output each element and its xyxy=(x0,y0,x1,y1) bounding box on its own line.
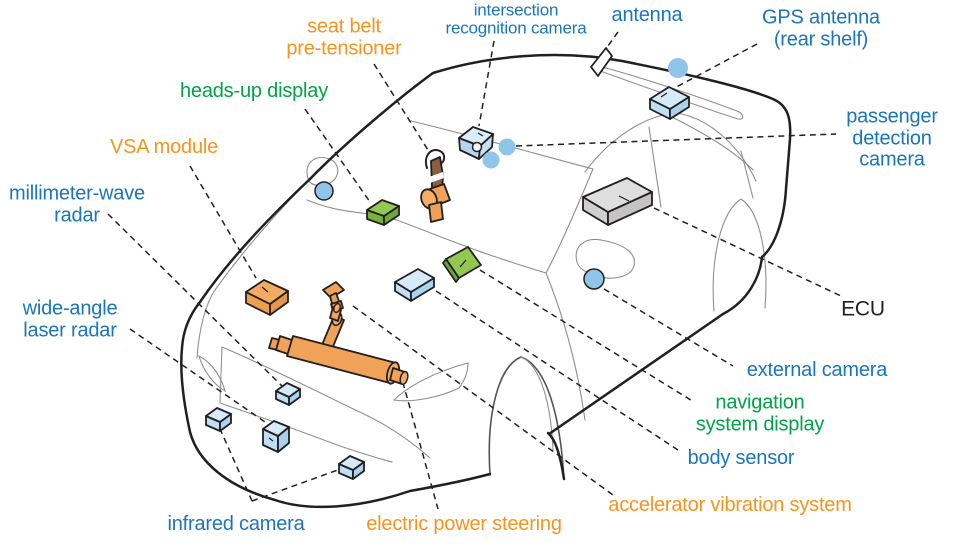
leader-mmwave xyxy=(107,213,284,388)
gps-antenna-box xyxy=(649,86,690,120)
leader-accel xyxy=(352,305,614,496)
left-mirror-circle xyxy=(314,181,334,201)
label-gps-antenna: GPS antenna (rear shelf) xyxy=(762,6,880,50)
car-body-outline xyxy=(180,53,792,509)
label-heads-up-display: heads-up display xyxy=(179,80,329,103)
label-electric-power-steering: electric power steering xyxy=(366,513,562,536)
leader-intersection-camera xyxy=(478,40,495,127)
external-camera-circle xyxy=(583,268,605,290)
ecu-box xyxy=(582,177,653,226)
electric-power-steering-unit xyxy=(268,302,409,386)
intersection-recognition-camera-box xyxy=(458,126,494,160)
infrared-camera-right-box xyxy=(338,455,365,480)
leader-vsa xyxy=(189,165,257,279)
leader-passenger-camera xyxy=(515,133,837,147)
leader-heads-up xyxy=(304,108,371,203)
label-navigation-system-display: navigation system display xyxy=(695,391,825,435)
label-seat-belt-pre-tensioner: seat belt pre-tensioner xyxy=(286,15,402,59)
millimeter-wave-radar-box xyxy=(275,382,301,406)
leader-ecu xyxy=(653,207,842,297)
label-passenger-detection-camera: passenger detection camera xyxy=(846,105,938,171)
leader-lines xyxy=(107,31,842,510)
leader-eps xyxy=(399,371,439,510)
car-body-thin-lines xyxy=(196,67,767,480)
leader-external-camera xyxy=(603,288,734,367)
label-external-camera: external camera xyxy=(746,359,888,382)
label-wide-angle-laser-radar: wide-angle laser radar xyxy=(22,297,118,341)
windshield-camera-circle xyxy=(482,151,500,169)
roof-sensor-circle xyxy=(668,58,688,78)
heads-up-display-box xyxy=(366,199,400,226)
roof-antenna-fin xyxy=(590,47,613,77)
leader-seat-belt xyxy=(373,63,434,159)
passenger-detection-camera-circle xyxy=(498,138,516,156)
body-sensor-box xyxy=(394,268,435,302)
navigation-display-panel xyxy=(442,246,482,283)
label-accelerator-vibration-system: accelerator vibration system xyxy=(608,494,852,517)
label-intersection-recognition-camera: intersection recognition camera xyxy=(445,0,587,38)
leader-nav-display xyxy=(479,269,695,403)
leader-infrared-left xyxy=(220,430,253,502)
label-vsa-module: VSA module xyxy=(109,136,219,159)
seat-belt-pre-tensioner-unit xyxy=(420,149,451,223)
label-infrared-camera: infrared camera xyxy=(167,513,305,536)
label-ecu: ECU xyxy=(841,297,885,321)
leader-wide-angle xyxy=(129,328,269,425)
label-millimeter-wave-radar: millimeter-wave radar xyxy=(9,182,145,226)
infrared-camera-left-box xyxy=(205,407,232,432)
vsa-module-box xyxy=(245,279,289,316)
label-body-sensor: body sensor xyxy=(687,447,795,470)
label-antenna: antenna xyxy=(611,4,683,27)
wide-angle-laser-radar-box xyxy=(262,420,290,453)
leader-infrared-right xyxy=(251,466,347,502)
